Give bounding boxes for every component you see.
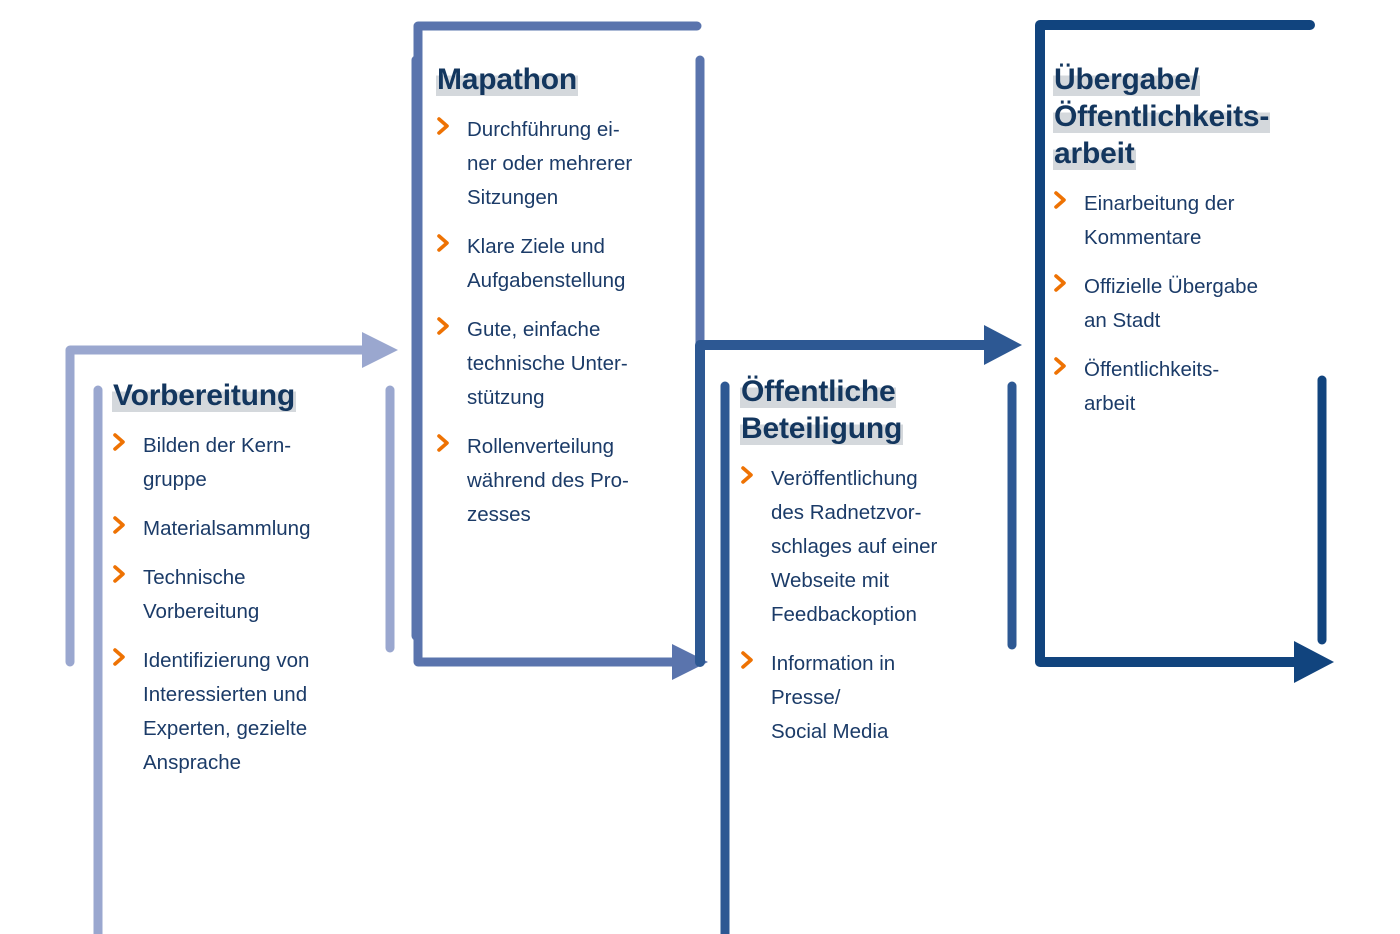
stage-mapathon-title-line-1: Mapathon xyxy=(436,63,579,96)
stage-mapathon-title: Mapathon xyxy=(436,62,698,99)
chevron-right-icon xyxy=(112,647,134,667)
list-item: Bilden der Kern- gruppe xyxy=(112,429,380,497)
list-item: Klare Ziele und Aufgabenstellung xyxy=(436,230,698,298)
list-item: Information in Presse/ Social Media xyxy=(740,647,1002,749)
list-item-text: Information in Presse/ Social Media xyxy=(771,651,896,743)
list-item-text: Offizielle Übergabe an Stadt xyxy=(1084,274,1258,332)
chevron-right-icon xyxy=(740,650,762,670)
list-item: Technische Vorbereitung xyxy=(112,561,380,629)
stage-uebergabe-title-line-1: Übergabe/ xyxy=(1053,63,1200,96)
list-item-text: Identifizierung von Interessierten und E… xyxy=(143,648,310,775)
stage-oeffentliche-beteiligung-bullet-list: Veröffentlichung des Radnetzvor- schlage… xyxy=(740,462,1002,749)
stage-vorbereitung-title-line-1: Vorbereitung xyxy=(112,379,297,412)
stage-oeffentliche-beteiligung-title-line-1: Öffentliche xyxy=(740,375,897,408)
stage-uebergabe-oeffentlichkeitsarbeit: Übergabe/Öffentlichkeits-arbeit Einarbei… xyxy=(1053,62,1331,436)
stage-vorbereitung-title: Vorbereitung xyxy=(112,378,380,415)
chevron-right-icon xyxy=(1053,190,1075,210)
list-item-text: Rollenverteilung während des Pro- zesses xyxy=(467,435,629,527)
list-item: Offizielle Übergabe an Stadt xyxy=(1053,270,1331,338)
stage-uebergabe-title-line-3: arbeit xyxy=(1053,136,1136,170)
chevron-right-icon xyxy=(436,433,458,453)
list-item: Einarbeitung der Kommentare xyxy=(1053,187,1331,255)
list-item: Gute, einfache technische Unter- stützun… xyxy=(436,313,698,415)
chevron-right-icon xyxy=(740,465,762,485)
list-item: Rollenverteilung während des Pro- zesses xyxy=(436,430,698,532)
list-item-text: Durchführung ei- ner oder mehrerer Sitzu… xyxy=(467,117,633,209)
chevron-right-icon xyxy=(1053,273,1075,293)
list-item: Identifizierung von Interessierten und E… xyxy=(112,644,380,780)
list-item-text: Klare Ziele und Aufgabenstellung xyxy=(467,234,626,292)
stage-vorbereitung-bullet-list: Bilden der Kern- gruppe Materialsammlung… xyxy=(112,429,380,780)
chevron-right-icon xyxy=(112,515,134,535)
stage-uebergabe-title: Übergabe/Öffentlichkeits-arbeit xyxy=(1053,62,1331,173)
chevron-right-icon xyxy=(436,233,458,253)
stage-uebergabe-title-line-2: Öffentlichkeits- xyxy=(1053,99,1271,133)
list-item-text: Veröffentlichung des Radnetzvor- schlage… xyxy=(771,466,938,626)
list-item: Veröffentlichung des Radnetzvor- schlage… xyxy=(740,462,1002,632)
list-item-text: Gute, einfache technische Unter- stützun… xyxy=(467,317,628,409)
list-item-text: Öffentlichkeits- arbeit xyxy=(1084,357,1220,415)
list-item-text: Technische Vorbereitung xyxy=(143,565,260,623)
list-item: Öffentlichkeits- arbeit xyxy=(1053,353,1331,421)
stage-mapathon-bullet-list: Durchführung ei- ner oder mehrerer Sitzu… xyxy=(436,113,698,532)
list-item-text: Bilden der Kern- gruppe xyxy=(143,433,292,491)
list-item: Durchführung ei- ner oder mehrerer Sitzu… xyxy=(436,113,698,215)
list-item-text: Materialsammlung xyxy=(143,516,311,540)
chevron-right-icon xyxy=(112,432,134,452)
chevron-right-icon xyxy=(436,316,458,336)
list-item: Materialsammlung xyxy=(112,512,380,546)
list-item-text: Einarbeitung der Kommentare xyxy=(1084,191,1235,249)
chevron-right-icon xyxy=(1053,356,1075,376)
stage-uebergabe-bullet-list: Einarbeitung der Kommentare Offizielle Ü… xyxy=(1053,187,1331,421)
stage-mapathon: Mapathon Durchführung ei- ner oder mehre… xyxy=(436,62,698,547)
stage-oeffentliche-beteiligung-title-line-2: Beteiligung xyxy=(740,411,904,445)
chevron-right-icon xyxy=(112,564,134,584)
stage-vorbereitung: Vorbereitung Bilden der Kern- gruppe Mat… xyxy=(112,378,380,795)
chevron-right-icon xyxy=(436,116,458,136)
